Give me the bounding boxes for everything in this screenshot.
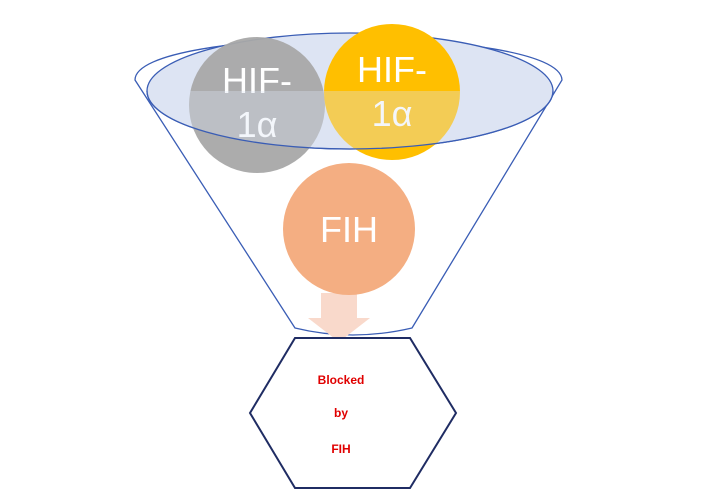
fih-circle: FIH (283, 163, 415, 295)
result-hexagon (248, 337, 458, 489)
down-arrow (308, 293, 370, 342)
hif-yellow-label-line2: 1α (372, 93, 413, 134)
hif-grey-label-line1: HIF- (222, 60, 292, 101)
hexagon-text-line1: Blocked (318, 373, 365, 387)
hexagon-text-line2: by (334, 406, 348, 420)
hif-1a-grey-circle: HIF- 1α (189, 37, 325, 173)
fih-label: FIH (320, 209, 378, 250)
hif-yellow-label-line1: HIF- (357, 49, 427, 90)
funnel-rim-front-edge (146, 90, 554, 150)
hexagon-text-line3: FIH (331, 442, 350, 456)
hif-1a-yellow-circle: HIF- 1α (324, 24, 460, 160)
hif-grey-label-line2: 1α (237, 104, 278, 145)
